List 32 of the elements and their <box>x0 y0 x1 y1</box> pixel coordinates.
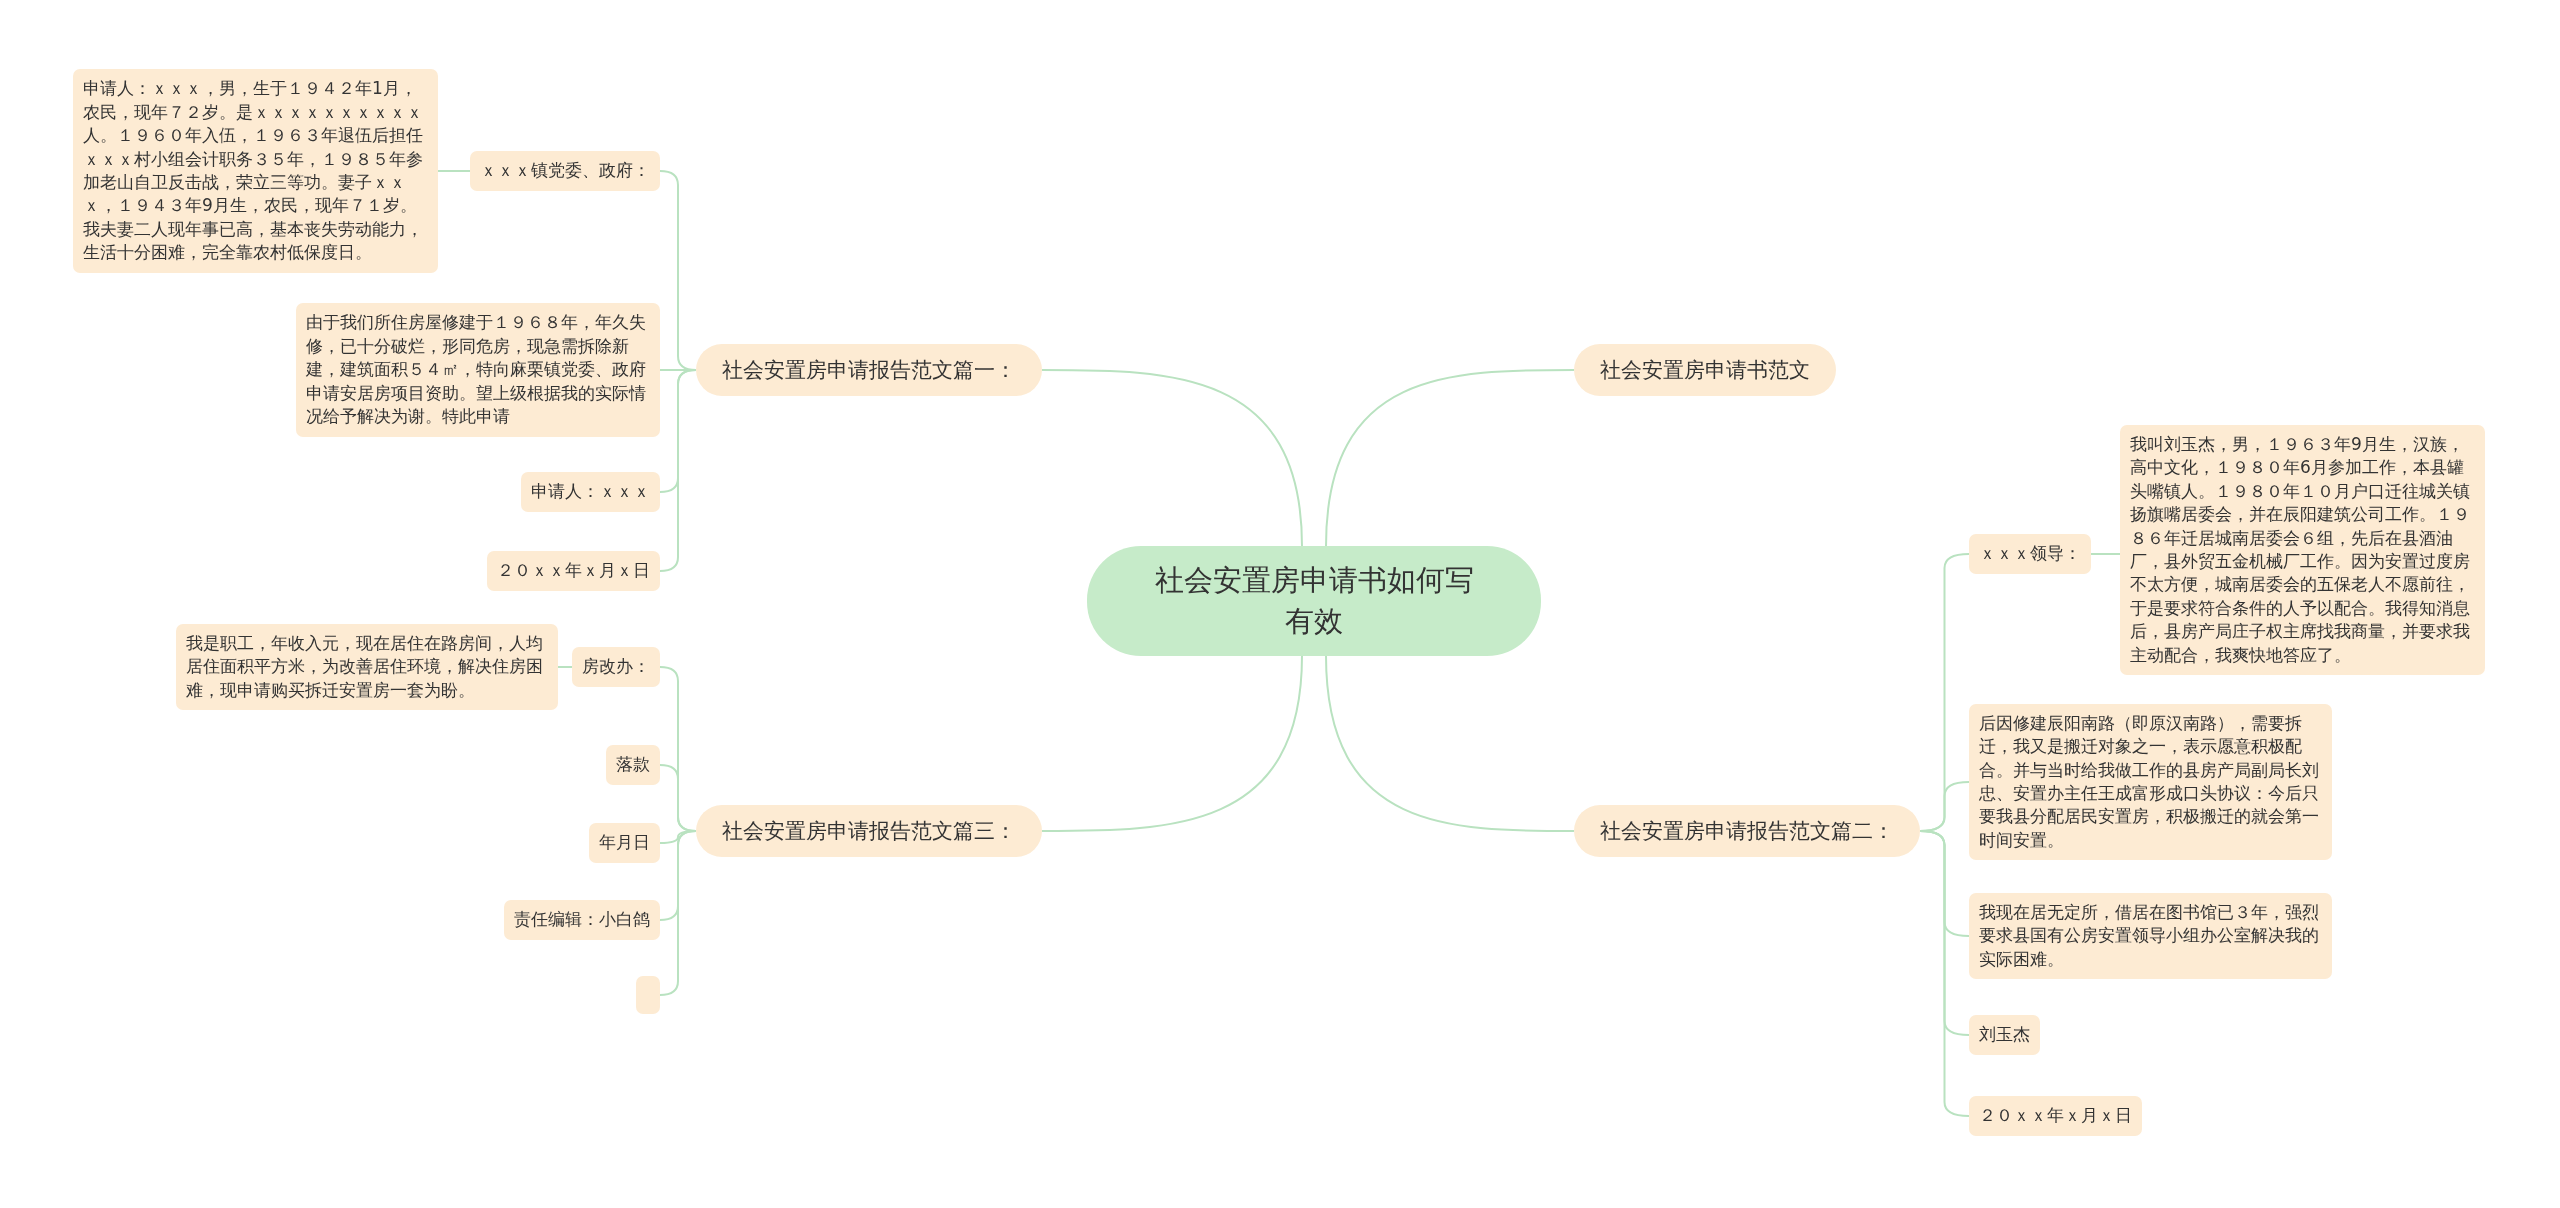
note-card: 房改办： <box>572 647 660 687</box>
note-card: 后因修建辰阳南路（即原汉南路），需要拆迁，我又是搬迁对象之一，表示愿意积极配合。并与当时给我做工作的县房产局副局长刘忠、安置办主任王成富形成口头协议：今后只要我县分配居民安置房，积极搬迁的就会第一时间安置。 <box>1969 703 2332 861</box>
note-card: ｘｘｘ镇党委、政府： <box>470 151 660 191</box>
note-card: 责任编辑：小白鸽 <box>504 900 660 940</box>
note-card: 由于我们所住房屋修建于１９６８年，年久失修，已十分破烂，形同危房，现急需拆除新建，建筑面积５４㎡，特向麻栗镇党委、政府申请安居房项目资助。望上级根据我的实际情况给予解决为谢。特此申请 <box>296 303 660 437</box>
empty-box <box>636 976 660 1014</box>
branch-topic: 社会安置房申请报告范文篇二： <box>1574 805 1920 857</box>
connector-line <box>1041 369 1303 548</box>
connector-line <box>659 369 697 572</box>
connector-line <box>437 170 471 172</box>
note-card: 我叫刘玉杰，男，１９６３年9月生，汉族，高中文化，１９８０年6月参加工作，本县罐头嘴镇人。１９８０年１０月户口迁往城关镇扬旗嘴居委会，并在辰阳建筑公司工作。１９８６年迁居城南居委会６组，先后在县酒油厂，县外贸五金机械厂工作。因为安置过度房不太方便，城南居委会的五保老人不愿前往，于是要求符合条件的人予以配合。我得知消息后，县房产局庄子权主席找我商量，并要求我主动配合，我爽快地答应了。 <box>2120 424 2485 676</box>
connector-line <box>1041 654 1303 832</box>
branch-topic: 社会安置房申请报告范文篇一： <box>696 344 1042 396</box>
note-card: ２０ｘｘ年ｘ月ｘ日 <box>487 551 660 591</box>
note-card: 落款 <box>606 745 660 785</box>
connector-line <box>659 830 697 996</box>
note-card: ｘｘｘ领导： <box>1969 534 2091 574</box>
note-card: 我是职工，年收入元，现在居住在路房间，人均居住面积平方米，为改善居住环境，解决住房困难，现申请购买拆迁安置房一套为盼。 <box>176 623 558 711</box>
connector-line <box>1325 654 1575 832</box>
note-card: 刘玉杰 <box>1969 1015 2040 1055</box>
branch-topic: 社会安置房申请报告范文篇三： <box>696 805 1042 857</box>
connector-line <box>2090 553 2121 555</box>
connector-line <box>1919 830 1970 1117</box>
note-card: 我现在居无定所，借居在图书馆已３年，强烈要求县国有公房安置领导小组办公室解决我的实际困难。 <box>1969 892 2332 980</box>
connector-line <box>557 666 573 668</box>
note-card: 年月日 <box>589 823 660 863</box>
note-card: 申请人：ｘｘｘ，男，生于１９４２年1月，农民，现年７２岁。是ｘｘｘｘｘｘｘｘｘｘ人。１９６０年入伍，１９６３年退伍后担任ｘｘｘ村小组会计职务３５年，１９８５年参加老山自卫反击战，荣立三等功。妻子ｘｘｘ，１９４３年9月生，农民，现年７１岁。我夫妻二人现年事已高，基本丧失劳动能力，生活十分困难，完全靠农村低保度日。 <box>73 69 438 273</box>
connector-line <box>1325 369 1575 548</box>
note-card: 申请人：ｘｘｘ <box>521 472 660 512</box>
central-topic: 社会安置房申请书如何写有效 <box>1087 546 1541 656</box>
note-card: ２０ｘｘ年ｘ月ｘ日 <box>1969 1096 2142 1136</box>
branch-topic: 社会安置房申请书范文 <box>1574 344 1836 396</box>
